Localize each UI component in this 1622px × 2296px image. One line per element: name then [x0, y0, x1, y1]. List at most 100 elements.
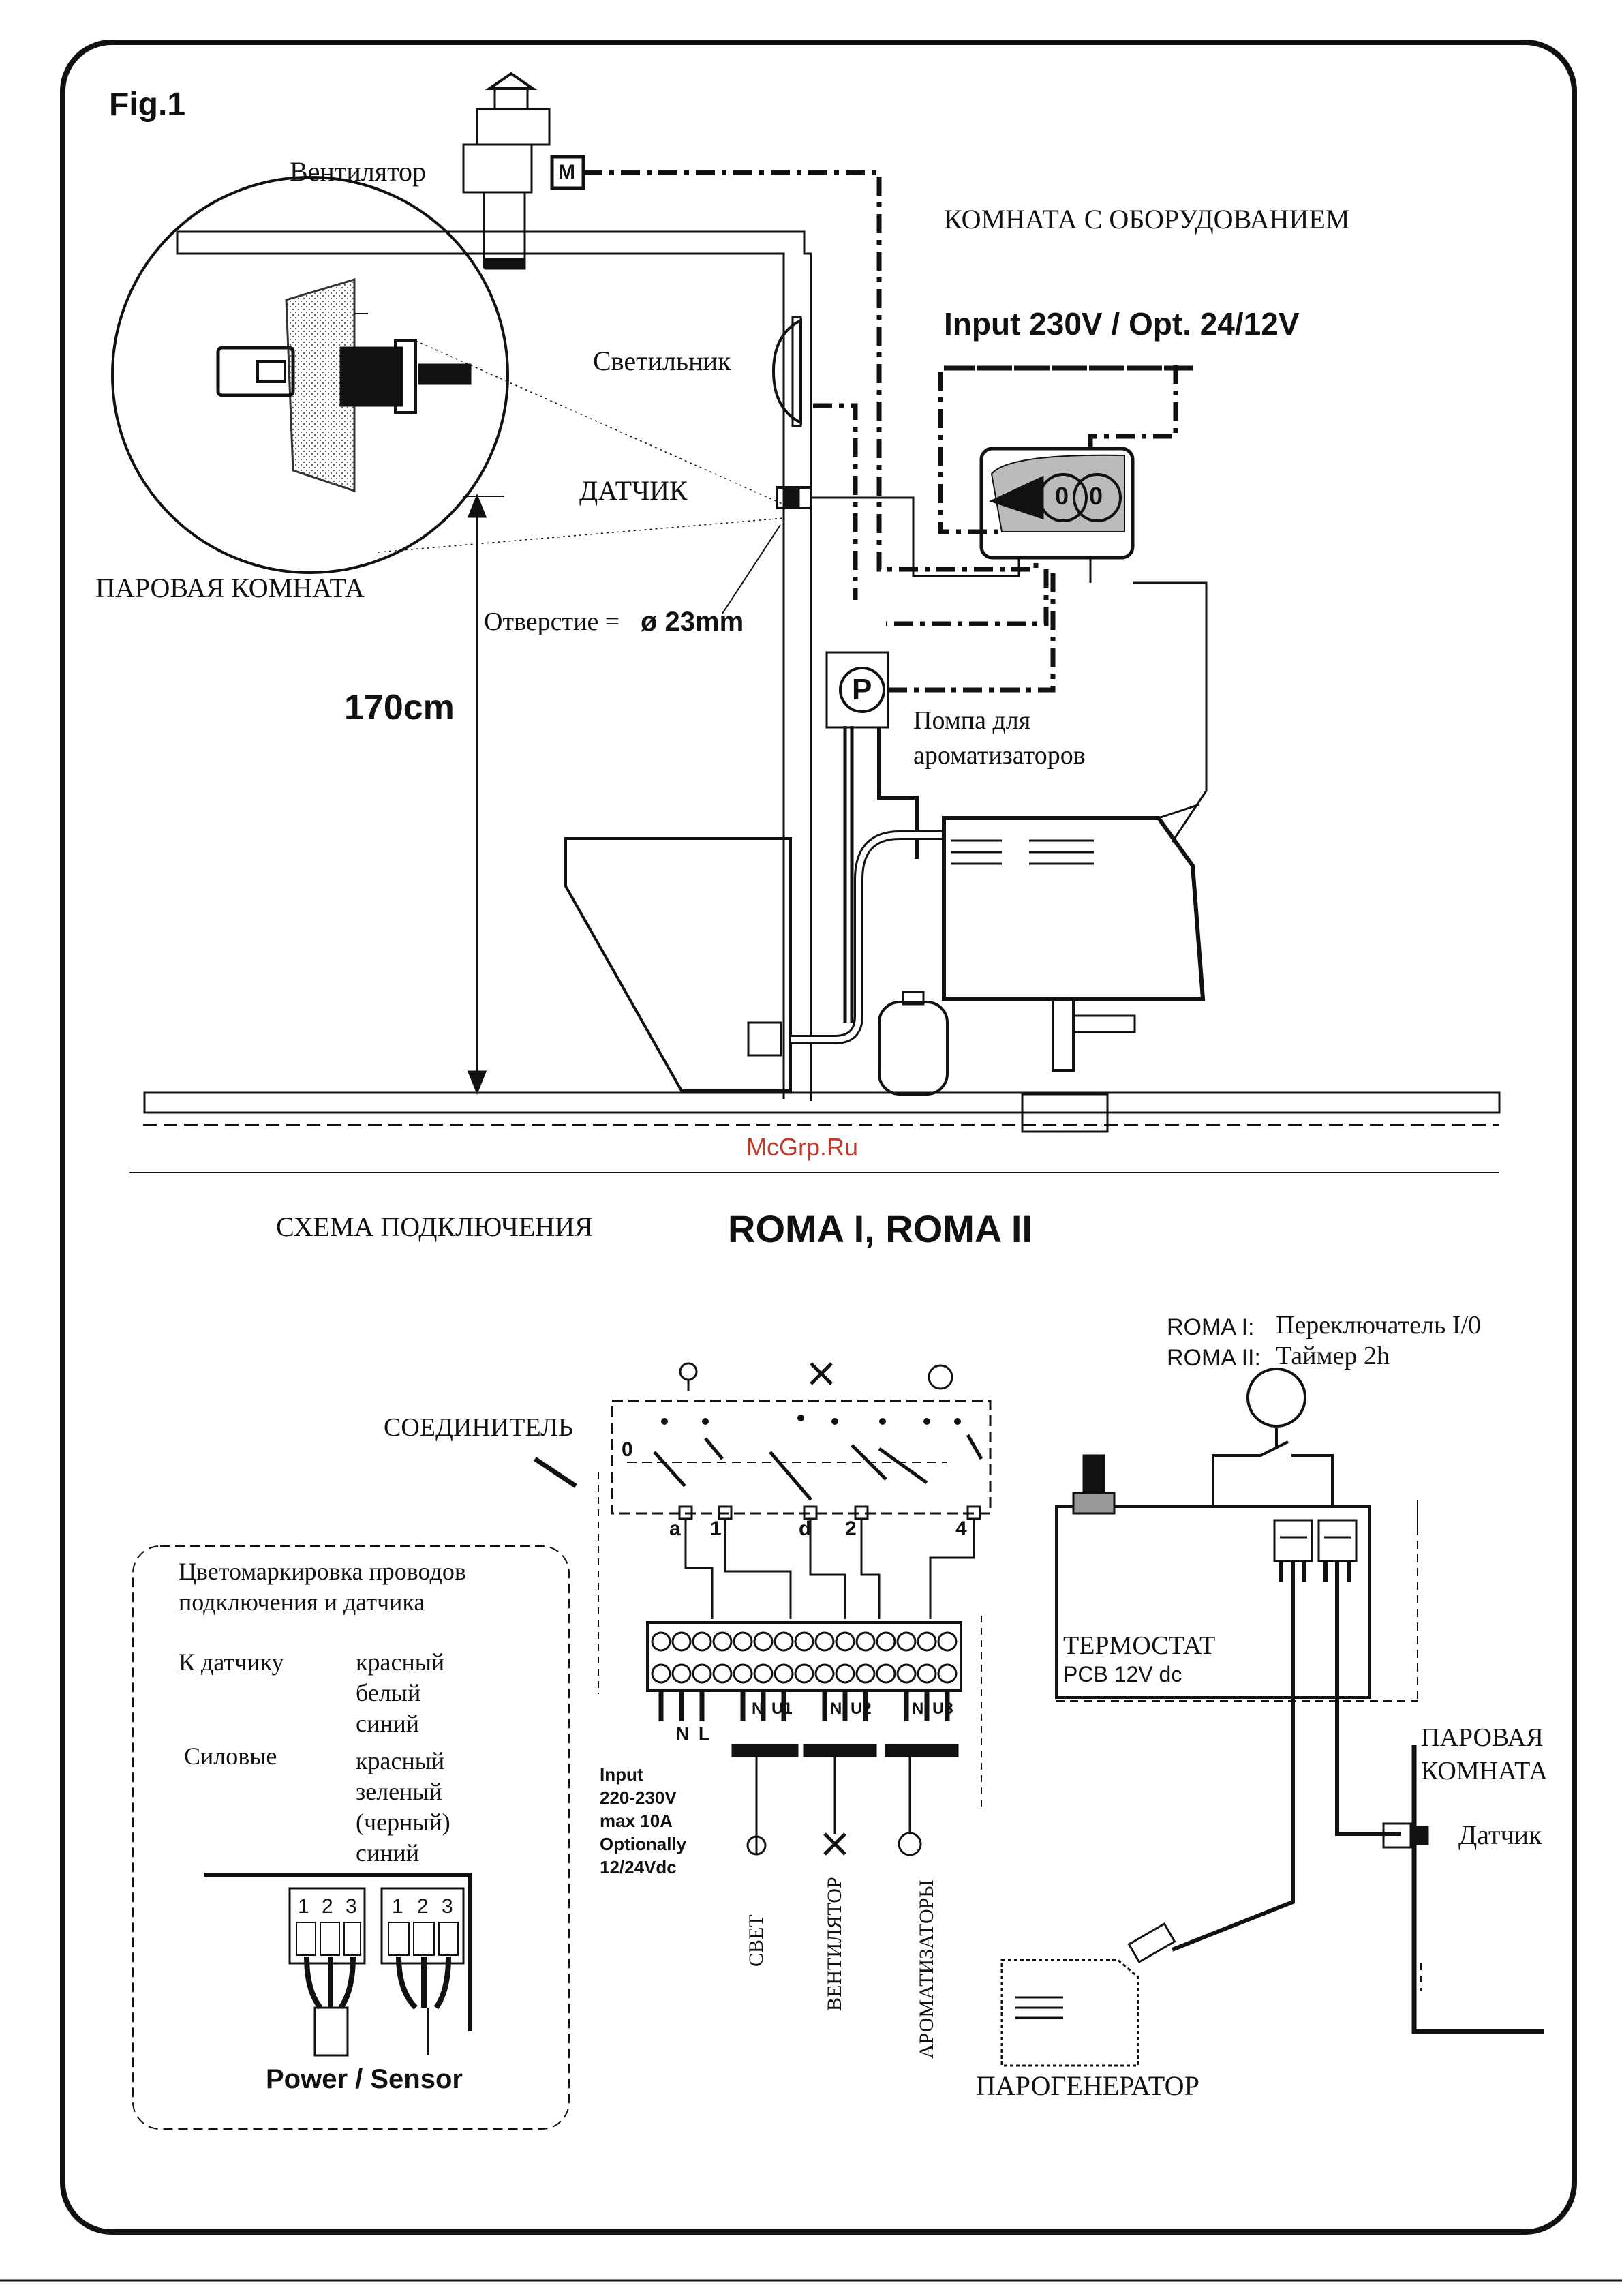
input-line-4: Optionally [600, 1834, 687, 1854]
term-N-2: N [752, 1700, 764, 1718]
pin-3-a: 3 [346, 1895, 357, 1918]
roma2-prefix: ROMA II: [1167, 1345, 1261, 1371]
term-L: L [699, 1723, 709, 1744]
thermostat-unit [1055, 1368, 1418, 1952]
generator-label: ПАРОГЕНЕРАТОР [976, 2070, 1199, 2101]
pump-top-icon [928, 1364, 953, 1390]
legend-title: Цветомаркировка проводов подключения и д… [179, 1558, 466, 1616]
controller-unit [979, 447, 1135, 560]
legend-sensor-label: К датчику [179, 1648, 284, 1676]
fan-unit [462, 72, 585, 270]
connection-schematic [132, 1362, 1544, 2130]
ceiling [176, 230, 812, 1101]
input-label: Input 230V / Opt. 24/12V [944, 306, 1300, 342]
timer-dial [1246, 1368, 1306, 1428]
lamp-fixture [771, 318, 802, 425]
thermostat-label: ТЕРМОСТАТ [1063, 1631, 1216, 1660]
bottom-sensor-label: Датчик [1458, 1819, 1542, 1850]
height-dimension [463, 493, 504, 1096]
legend-connectors [288, 1887, 465, 2057]
roma1-prefix: ROMA I: [1167, 1314, 1255, 1340]
pump-output-icon [898, 1832, 922, 1856]
pin-1-a: 1 [298, 1895, 309, 1918]
legend-power-label: Силовые [184, 1742, 277, 1770]
sensor-color-3: синий [356, 1710, 420, 1737]
top-wiring [583, 170, 1178, 693]
pin-2-b: 2 [417, 1895, 429, 1918]
power-color-4: синий [356, 1839, 420, 1867]
power-color-3: (черный) [356, 1809, 450, 1836]
hole-label: Отверстие = [484, 607, 620, 636]
watermark: McGrp.Ru [746, 1133, 859, 1161]
sensor-detail-magnifier [111, 176, 784, 574]
light-output-icon [746, 1834, 767, 1856]
contact-dots [661, 1415, 961, 1425]
drain-box [1021, 1093, 1109, 1133]
term-U2: U2 [851, 1700, 872, 1718]
connector-label: СОЕДИНИТЕЛЬ [384, 1413, 573, 1442]
scheme-label: СХЕМА ПОДКЛЮЧЕНИЯ [276, 1211, 593, 1242]
model-title: ROMA I, ROMA II [728, 1207, 1032, 1250]
input-line-3: max 10A [600, 1811, 673, 1831]
legend-box [132, 1545, 570, 2130]
sensor-color-1: красный [356, 1648, 445, 1676]
contact-1: 1 [710, 1517, 722, 1540]
light-top-icon [679, 1362, 698, 1391]
lamp-label: Светильник [593, 346, 731, 376]
pump-symbol: P [852, 673, 872, 706]
height-label: 170cm [344, 688, 455, 727]
fan-top-icon [810, 1362, 833, 1385]
pump-pipe [843, 726, 854, 1023]
pin-1-b: 1 [392, 1895, 403, 1918]
fan-output-icon [823, 1832, 846, 1856]
input-line-1: Input [600, 1764, 643, 1785]
aroma-bottle [878, 1001, 949, 1096]
output-aroma-label: АРОМАТИЗАТОРЫ [915, 1879, 938, 2059]
steam-generator-top [942, 803, 1206, 1072]
fan-label: Вентилятор [290, 156, 427, 187]
pcb-label: PCB 12V dc [1063, 1662, 1182, 1687]
switch-zero: 0 [622, 1438, 633, 1461]
contact-4: 4 [955, 1517, 967, 1540]
term-N-3: N [830, 1700, 842, 1718]
controller-digit-1: 0 [1055, 482, 1069, 510]
sensor-color-2: белый [356, 1679, 421, 1706]
input-line-5: 12/24Vdc [600, 1857, 677, 1877]
switch-box [611, 1400, 992, 1515]
seat [564, 837, 792, 1092]
pin-3-b: 3 [442, 1895, 453, 1918]
term-U1: U1 [771, 1700, 793, 1718]
legend-caption: Power / Sensor [266, 2064, 463, 2094]
roma1-text: Переключатель I/0 [1276, 1311, 1482, 1340]
sensor-label: ДАТЧИК [579, 475, 688, 506]
power-color-1: красный [356, 1747, 445, 1774]
bottom-steam-room-label: ПАРОВАЯ КОМНАТА [1421, 1723, 1548, 1786]
pin-2-a: 2 [322, 1895, 333, 1918]
equipment-room-label: КОМНАТА С ОБОРУДОВАНИЕМ [944, 204, 1350, 235]
steam-generator-bottom [1000, 1922, 1176, 2067]
switch-blades [653, 1434, 983, 1501]
pump-label: Помпа для ароматизаторов [913, 706, 1086, 770]
steam-room-label: ПАРОВАЯ КОМНАТА [95, 573, 365, 603]
terminal-block [646, 1621, 962, 1834]
top-illustration [111, 72, 1501, 1133]
term-N-1: N [676, 1723, 689, 1744]
term-N-4: N [912, 1700, 924, 1718]
page-frame [60, 40, 1577, 2235]
roma2-text: Таймер 2h [1276, 1342, 1390, 1370]
hole-size: ø 23mm [641, 607, 744, 637]
contact-a: a [669, 1517, 681, 1540]
output-light-label: СВЕТ [745, 1914, 767, 1967]
motor-symbol: M [558, 161, 575, 183]
steam-pipe [791, 830, 944, 1044]
contact-2: 2 [845, 1517, 857, 1540]
controller-digit-2: 0 [1089, 482, 1103, 510]
floor [143, 1091, 1501, 1114]
contact-d: d [799, 1517, 812, 1540]
input-line-2: 220-230V [600, 1787, 677, 1808]
term-U3: U3 [932, 1700, 953, 1718]
output-fan-label: ВЕНТИЛЯТОР [823, 1877, 846, 2011]
power-color-2: зеленый [356, 1778, 442, 1805]
figure-label: Fig.1 [109, 87, 186, 123]
